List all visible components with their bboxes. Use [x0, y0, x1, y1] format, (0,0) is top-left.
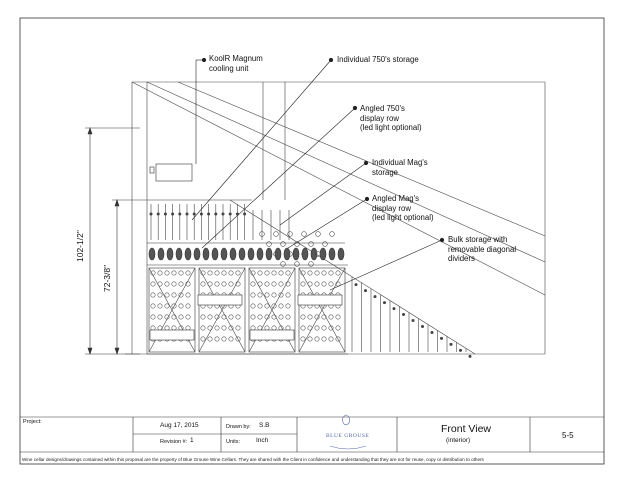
bin-label-box [297, 294, 343, 306]
drawn-by-value: S.B [259, 422, 270, 429]
display-bottle [301, 247, 309, 261]
mag-bottle [266, 241, 272, 247]
dimension-lines [85, 127, 147, 355]
mag-bottle [308, 261, 314, 267]
view-subtitle: (interior) [446, 437, 471, 444]
company-logo-text: BLUE GROUSE [326, 433, 370, 439]
sheet-number: 5-5 [562, 431, 574, 440]
display-bottle [166, 247, 174, 261]
bulk-bin [298, 267, 346, 353]
cooling-unit [155, 163, 193, 182]
mag-bottle [280, 261, 286, 267]
display-bottle [175, 247, 183, 261]
callout-angled-mag: Angled Mag's display row (led light opti… [372, 194, 434, 222]
display-bottle [229, 247, 237, 261]
display-bottle [274, 247, 282, 261]
callout-leaders [191, 57, 445, 291]
title-block [20, 414, 604, 453]
bulk-bin [148, 267, 196, 353]
date-value: Aug 17, 2015 [160, 422, 199, 429]
footer-disclaimer: Wine cellar designs/drawings contained w… [22, 457, 484, 462]
display-bottle [184, 247, 192, 261]
front-view-drawing [125, 81, 546, 358]
display-bottle [148, 247, 156, 261]
dimension-overall-height: 102-1/2" [75, 230, 85, 262]
display-bottle [328, 247, 336, 261]
callout-cooling-unit: KoolR Magnum cooling unit [209, 54, 263, 73]
blue-grouse-logo-icon [342, 414, 350, 426]
mag-bottle [301, 251, 307, 257]
callout-bulk-storage: Bulk storage with removable diagonal div… [448, 235, 517, 263]
mag-bottle [287, 251, 293, 257]
callout-angled-750: Angled 750's display row (led light opti… [360, 104, 422, 132]
display-bottle [220, 247, 228, 261]
display-bottle [256, 247, 264, 261]
mag-bottle [315, 251, 321, 257]
mag-bottle [280, 241, 286, 247]
mag-bottle [273, 231, 279, 237]
mag-bottle [287, 231, 293, 237]
revision-value: 1 [190, 437, 194, 444]
units-value: Inch [256, 437, 269, 444]
mag-bottle [273, 251, 279, 257]
bulk-bin [248, 267, 296, 353]
dimension-rack-height: 72-3/8" [102, 264, 112, 292]
bulk-bin [198, 267, 246, 353]
mag-bottle [322, 241, 328, 247]
bin-label-box [197, 294, 243, 306]
sheet-border [19, 17, 605, 465]
display-bottle [157, 247, 165, 261]
view-title: Front View [441, 423, 491, 435]
display-bottle [292, 247, 300, 261]
display-bottle [247, 247, 255, 261]
mag-bottle [329, 231, 335, 237]
bin-label-box [149, 329, 195, 341]
mag-bottle [301, 231, 307, 237]
display-bottle [337, 247, 345, 261]
units-label: Units: [226, 439, 241, 445]
mag-bottle [308, 241, 314, 247]
mag-bottle [294, 261, 300, 267]
callout-750-storage: Individual 750's storage [337, 55, 419, 64]
drawn-by-label: Drawn by: [226, 424, 251, 430]
display-bottle [265, 247, 273, 261]
display-bottle [193, 247, 201, 261]
display-bottle [202, 247, 210, 261]
callout-mag-storage: Individual Mag's storage [372, 158, 428, 177]
display-bottle [319, 247, 327, 261]
mag-bottle [315, 231, 321, 237]
revision-label: Revision #: [160, 439, 188, 445]
bin-label-box [249, 329, 295, 341]
mag-bottle [259, 231, 265, 237]
display-bottle [310, 247, 318, 261]
project-label: Project: [23, 419, 42, 425]
display-bottle [238, 247, 246, 261]
display-bottle [211, 247, 219, 261]
display-bottle [283, 247, 291, 261]
